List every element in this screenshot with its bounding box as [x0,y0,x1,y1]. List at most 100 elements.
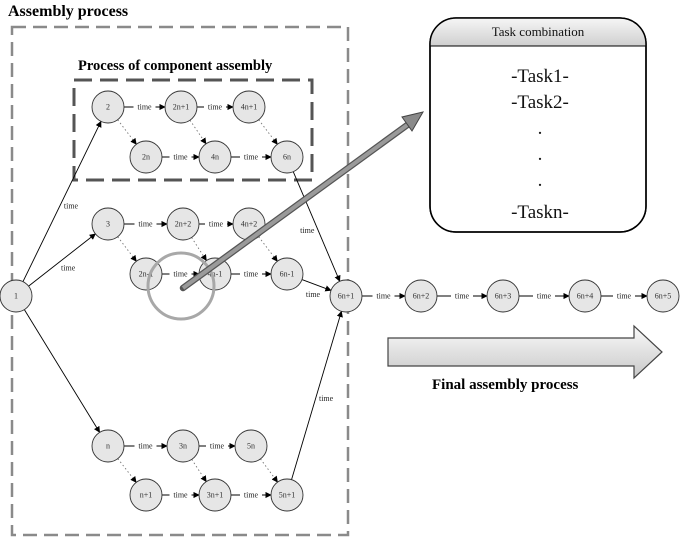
edge-time-label: time [138,442,153,451]
edge-time-label: time [244,270,259,279]
node-circle [198,140,232,174]
process-node: 6n+2 [404,279,438,313]
edge-arrow [301,279,332,292]
edge-time-label: time [537,292,552,301]
node-circle [646,279,680,313]
node-label: 3 [106,220,110,229]
node-label: 3n [179,442,187,451]
edge-time-label: time [455,292,470,301]
edge-label-bg [204,102,226,112]
node-label: 1 [14,292,18,301]
edge-time-label: time [210,442,225,451]
process-node: 2n+1 [164,90,198,124]
node-label: 2n+2 [175,220,192,229]
process-node: 6n+1 [329,279,363,313]
edge-label-bg [240,152,262,162]
process-node: 3 [91,207,125,241]
edge-time-label: time [244,153,259,162]
edge-label-bg [206,441,228,451]
node-circle [404,279,438,313]
edge-arrow [258,236,278,262]
node-label: 5n+1 [279,491,296,500]
edge-time-label: time [173,491,188,500]
process-node: 3n [166,429,200,463]
edge-arrow [260,458,278,483]
process-node: 2n [129,140,163,174]
node-label: 6n [283,153,291,162]
edge-label-bg [451,291,473,301]
process-node: 6n+5 [646,279,680,313]
node-circle [198,478,232,512]
node-label: 4n-1 [208,270,223,279]
process-node: 4n [198,140,232,174]
edge-label-bg [133,102,156,112]
node-circle [129,140,163,174]
node-circle [0,279,33,313]
node-label: 4n+2 [241,220,258,229]
task-line: -Taskn- [511,202,569,223]
edge-label-bg [134,441,157,451]
node-circle [329,279,363,313]
task-line: -Task1- [511,66,569,87]
node-label: 6n+2 [413,292,430,301]
task-line: . [538,118,543,139]
edge-arrow [189,119,207,145]
node-label: 3n+1 [207,491,224,500]
process-node: 5n+1 [270,478,304,512]
task-combination-title: Task combination [492,24,585,39]
edge-time-label: time [300,226,315,235]
assembly-process-title: Assembly process [8,3,128,20]
edge-time-label: time [209,220,224,229]
edge-label-bg [240,269,262,279]
component-assembly-frame [72,78,314,182]
node-label: n+1 [140,491,153,500]
node-circle [270,478,304,512]
process-node: 1 [0,279,33,313]
process-node: n+1 [129,478,163,512]
node-label: 6n+1 [338,292,355,301]
process-node: 5n [234,429,268,463]
task-line: -Task2- [511,92,569,113]
edge-time-label: time [173,270,188,279]
process-node: 2 [91,90,125,124]
edge-label-bg [240,490,262,500]
edge-label-bg [205,219,227,229]
edge-arrow [23,309,101,433]
edge-time-label: time [138,220,153,229]
process-node: 3n+1 [198,478,232,512]
node-label: 4n+1 [241,103,258,112]
edge-label-bg [169,152,192,162]
node-circle [568,279,602,313]
edge-arrow [117,119,137,145]
node-circle [166,429,200,463]
task-line: . [538,144,543,165]
edge-label-bg [533,291,555,301]
process-node: 6n+4 [568,279,602,313]
edge-layer: time time time time time time time time time time… [22,102,648,500]
edge-time-label: time [244,491,259,500]
node-circle [129,478,163,512]
node-label: 6n+4 [577,292,594,301]
edge-arrow [258,119,278,145]
node-circle [486,279,520,313]
edge-arrow [28,233,96,287]
edge-arrow [191,237,207,262]
edge-arrow [22,120,102,282]
node-circle [166,207,200,241]
process-node: 6n-1 [270,257,304,291]
node-circle [91,207,125,241]
final-assembly-title: Final assembly process [432,377,579,393]
node-label: 2n-1 [139,270,154,279]
process-node: 6n [270,140,304,174]
node-circle [234,429,268,463]
edge-label-bg [134,219,157,229]
edge-label-bg [169,490,192,500]
edge-time-label: time [617,292,632,301]
process-node: 4n+1 [232,90,266,124]
highlight-circle [146,251,216,321]
edge-arrow [292,171,341,282]
node-label: 6n-1 [280,270,295,279]
node-circle [91,429,125,463]
